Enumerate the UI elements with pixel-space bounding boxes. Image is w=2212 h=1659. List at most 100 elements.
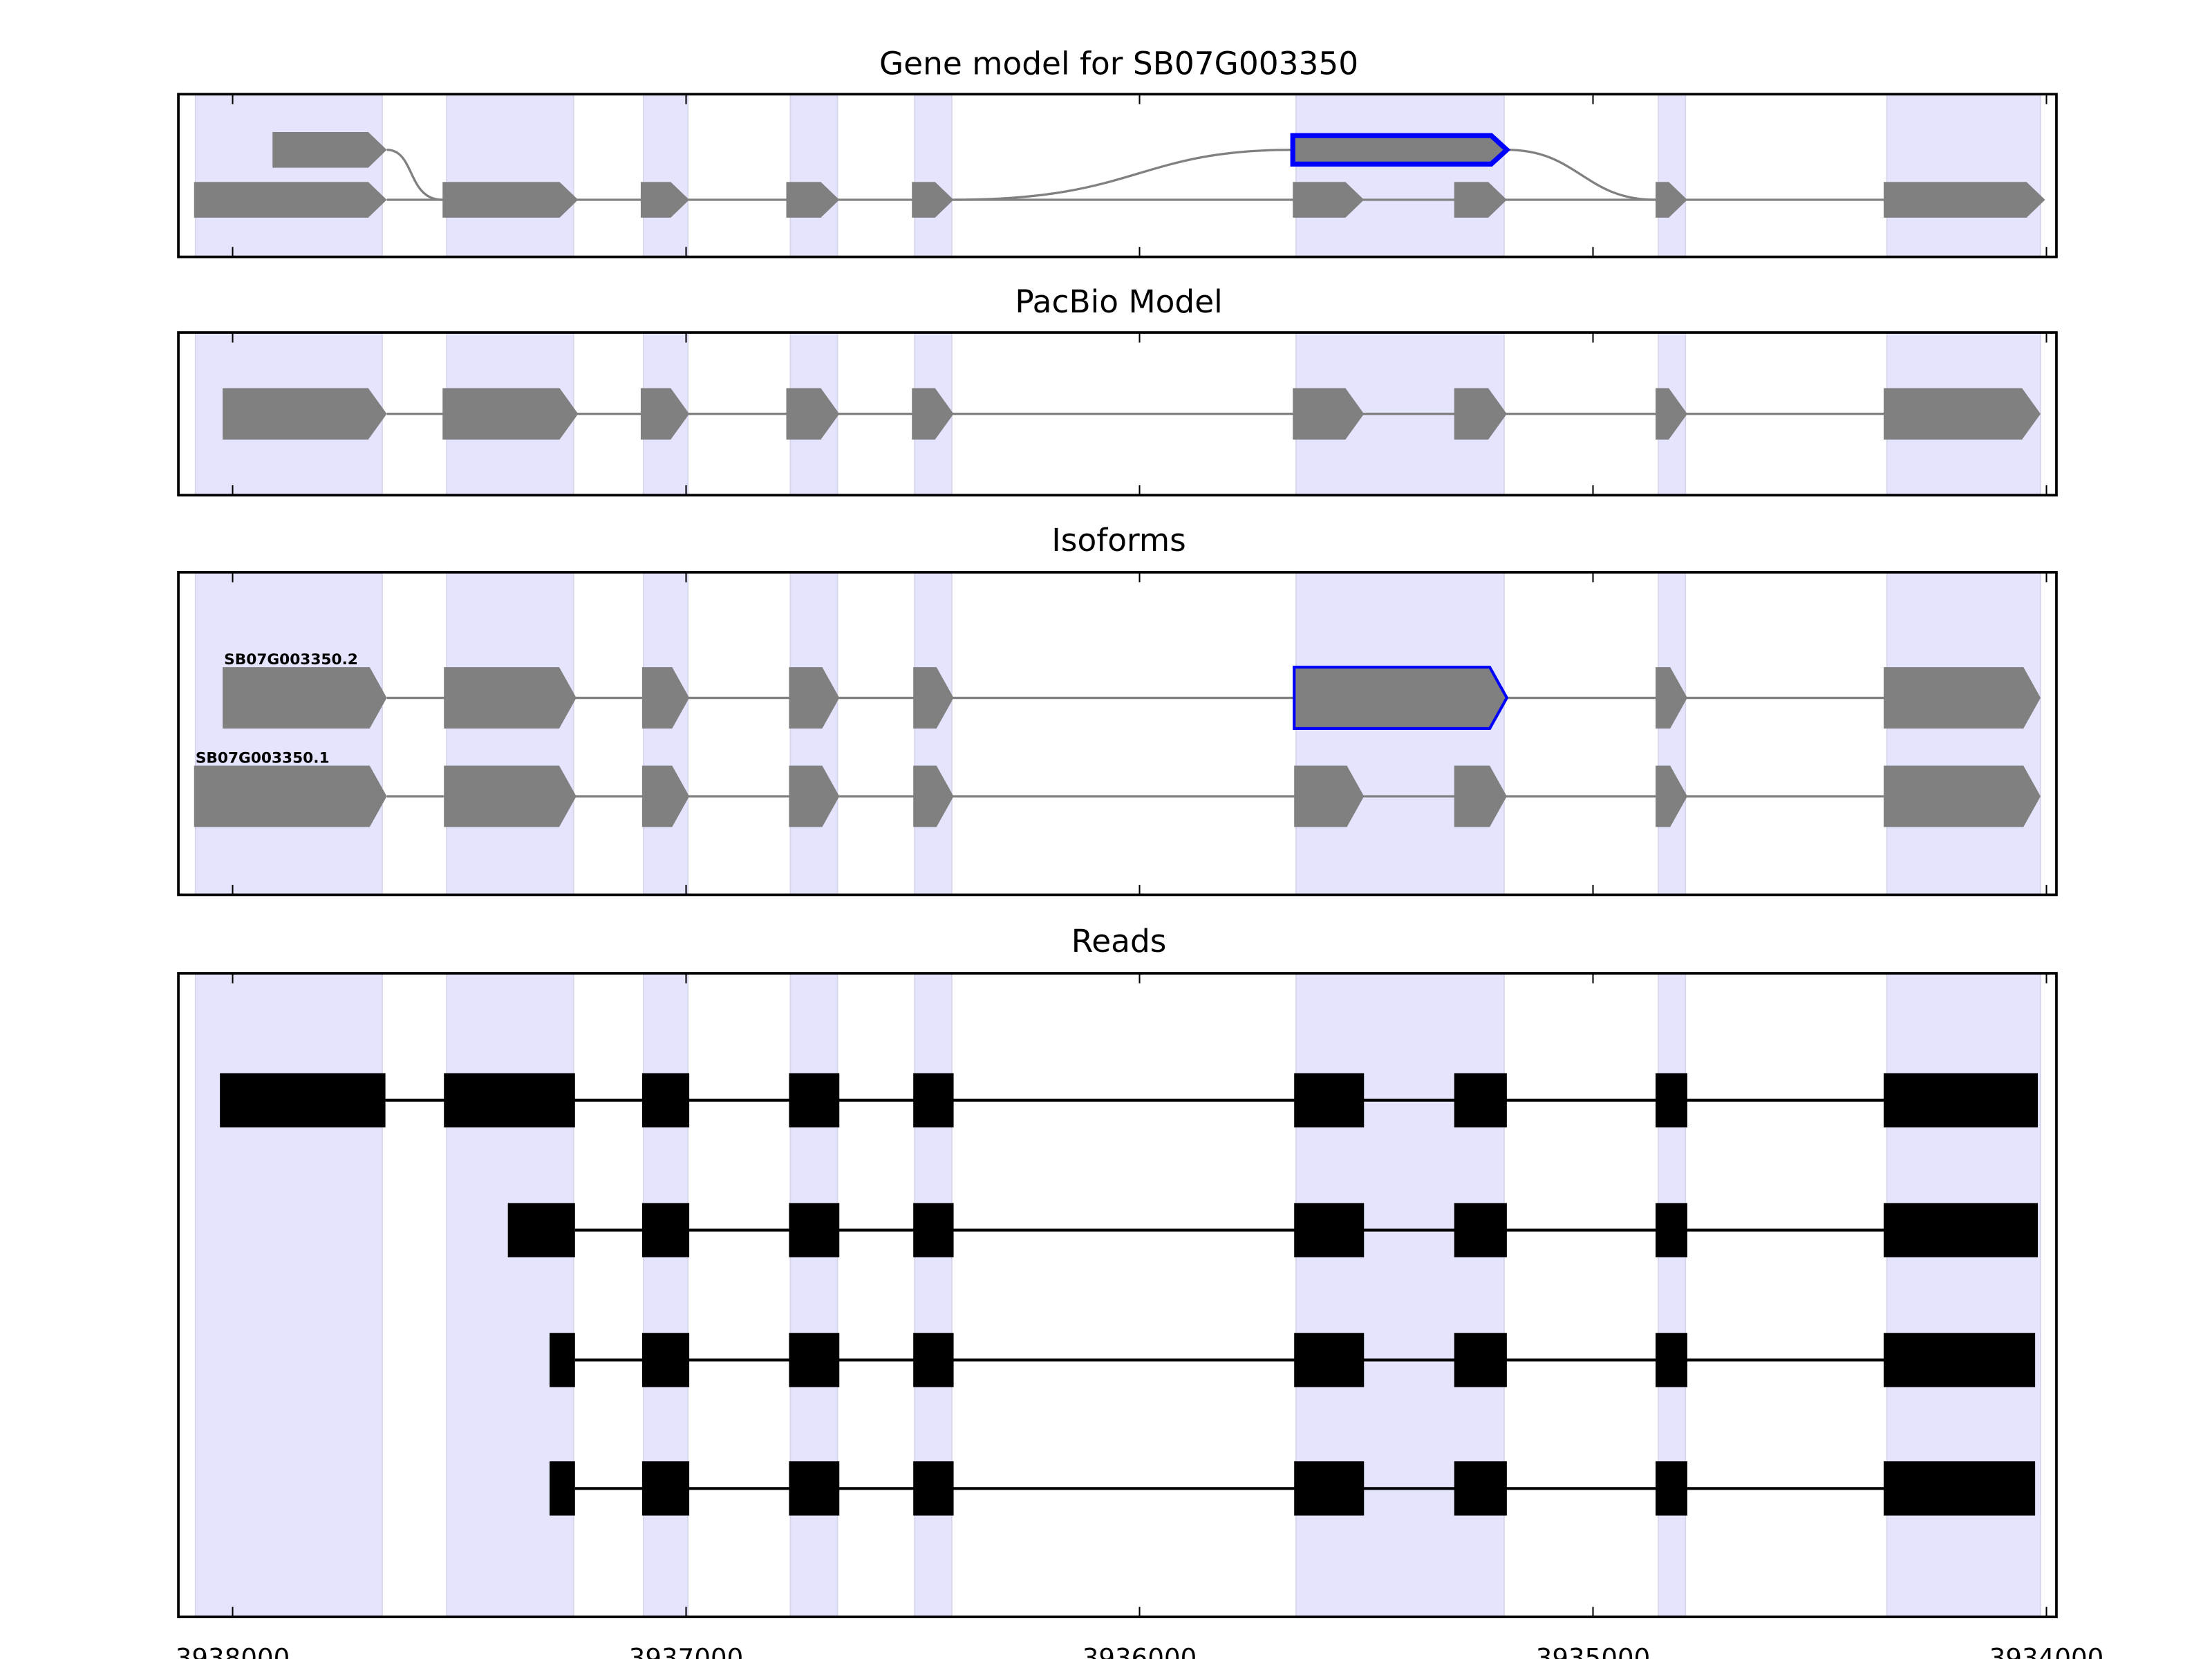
- highlighted-exon: [1290, 133, 1511, 167]
- read-block: [789, 1073, 840, 1127]
- panel-title-reads: Reads: [1071, 923, 1167, 959]
- exon: [442, 182, 579, 218]
- exon-shade-region: [194, 973, 383, 1618]
- exon-shade-region: [789, 572, 838, 896]
- exon: [786, 388, 840, 440]
- panel-title-gene-model: Gene model for SB07G003350: [879, 45, 1358, 82]
- panel-reads: [177, 972, 2058, 1618]
- exon: [223, 667, 387, 729]
- transcript: [272, 131, 1656, 201]
- exon-shade-region: [643, 973, 688, 1618]
- read-block: [641, 1461, 690, 1516]
- exon: [912, 388, 954, 440]
- exon-shade-region: [446, 973, 574, 1618]
- read-block: [507, 1203, 575, 1257]
- exon: [913, 667, 954, 729]
- exon: [1884, 388, 2041, 440]
- x-tick-label: 3934000: [1989, 1643, 2103, 1659]
- exon: [913, 765, 954, 827]
- axes-frame: [177, 331, 2058, 497]
- axes-frame: [177, 571, 2058, 897]
- read-block: [1294, 1073, 1365, 1127]
- exon: [1293, 182, 1365, 218]
- exon-shade-region: [643, 93, 688, 258]
- read-block: [1884, 1333, 2036, 1387]
- read-block: [1656, 1461, 1687, 1516]
- read: [550, 1461, 2036, 1516]
- read-block: [444, 1073, 575, 1127]
- panel-pacbio: [177, 331, 2058, 497]
- isoform-label: SB07G003350.2: [224, 651, 358, 668]
- exon: [272, 131, 387, 168]
- read-block: [1454, 1073, 1507, 1127]
- exon: [1656, 388, 1687, 440]
- read-block: [1454, 1203, 1507, 1257]
- exon: [1884, 182, 2045, 218]
- axes-frame: [177, 972, 2058, 1618]
- exon: [1884, 765, 2041, 827]
- transcript: [194, 182, 2045, 218]
- exon-shade-region: [1295, 572, 1505, 896]
- exon: [789, 667, 840, 729]
- exon-shade-region: [643, 572, 688, 896]
- read-block: [913, 1073, 954, 1127]
- exon-shade-region: [914, 973, 953, 1618]
- x-tick-label: 3936000: [1082, 1643, 1197, 1659]
- exon: [1454, 388, 1507, 440]
- exon: [912, 182, 954, 218]
- read-block: [550, 1333, 575, 1387]
- read: [220, 1073, 2038, 1127]
- read-block: [550, 1461, 575, 1516]
- read-block: [789, 1461, 840, 1516]
- exon-shade-region: [446, 572, 574, 896]
- read-block: [1294, 1333, 1365, 1387]
- read-block: [1656, 1203, 1687, 1257]
- exon-shade-region: [194, 93, 383, 258]
- x-tick-label: 3935000: [1536, 1643, 1650, 1659]
- exon: [640, 388, 690, 440]
- read-block: [220, 1073, 386, 1127]
- exon: [194, 182, 387, 218]
- isoform-label: SB07G003350.1: [196, 749, 330, 767]
- exon-shade-region: [446, 93, 574, 258]
- x-tick-label: 3937000: [629, 1643, 743, 1659]
- exon-shade-region: [914, 572, 953, 896]
- panel-gene: [177, 93, 2058, 259]
- splice-curve: [1506, 149, 1656, 201]
- exon: [442, 388, 579, 440]
- splice-curve: [953, 149, 1293, 201]
- exon: [223, 388, 387, 440]
- exon: [1656, 182, 1687, 218]
- transcript: SB07G003350.2: [223, 651, 2041, 730]
- exon-shade-region: [194, 572, 383, 896]
- exon-shade-region: [1295, 93, 1505, 258]
- exon-shade-region: [789, 973, 838, 1618]
- read-block: [1294, 1461, 1365, 1516]
- exon: [641, 667, 690, 729]
- read-block: [1454, 1333, 1507, 1387]
- transcript: SB07G003350.1: [194, 749, 2041, 827]
- read-block: [641, 1333, 690, 1387]
- exon-shade-region: [914, 93, 953, 258]
- exon-shade-region: [1886, 572, 2041, 896]
- exon-shade-region: [1886, 93, 2041, 258]
- x-tick-label: 3938000: [176, 1643, 290, 1659]
- splice-curve: [386, 149, 443, 201]
- read: [507, 1203, 2038, 1257]
- panel-title-pacbio: PacBio Model: [1015, 283, 1222, 320]
- exon: [786, 182, 840, 218]
- read-block: [1454, 1461, 1507, 1516]
- read-block: [913, 1203, 954, 1257]
- exon-shade-region: [1658, 572, 1687, 896]
- read-block: [641, 1073, 690, 1127]
- exon: [194, 765, 387, 827]
- read-block: [1656, 1333, 1687, 1387]
- read-block: [789, 1333, 840, 1387]
- exon: [444, 667, 577, 729]
- exon-shade-region: [789, 93, 838, 258]
- exon: [1454, 182, 1507, 218]
- exon: [1884, 667, 2041, 729]
- read-block: [913, 1461, 954, 1516]
